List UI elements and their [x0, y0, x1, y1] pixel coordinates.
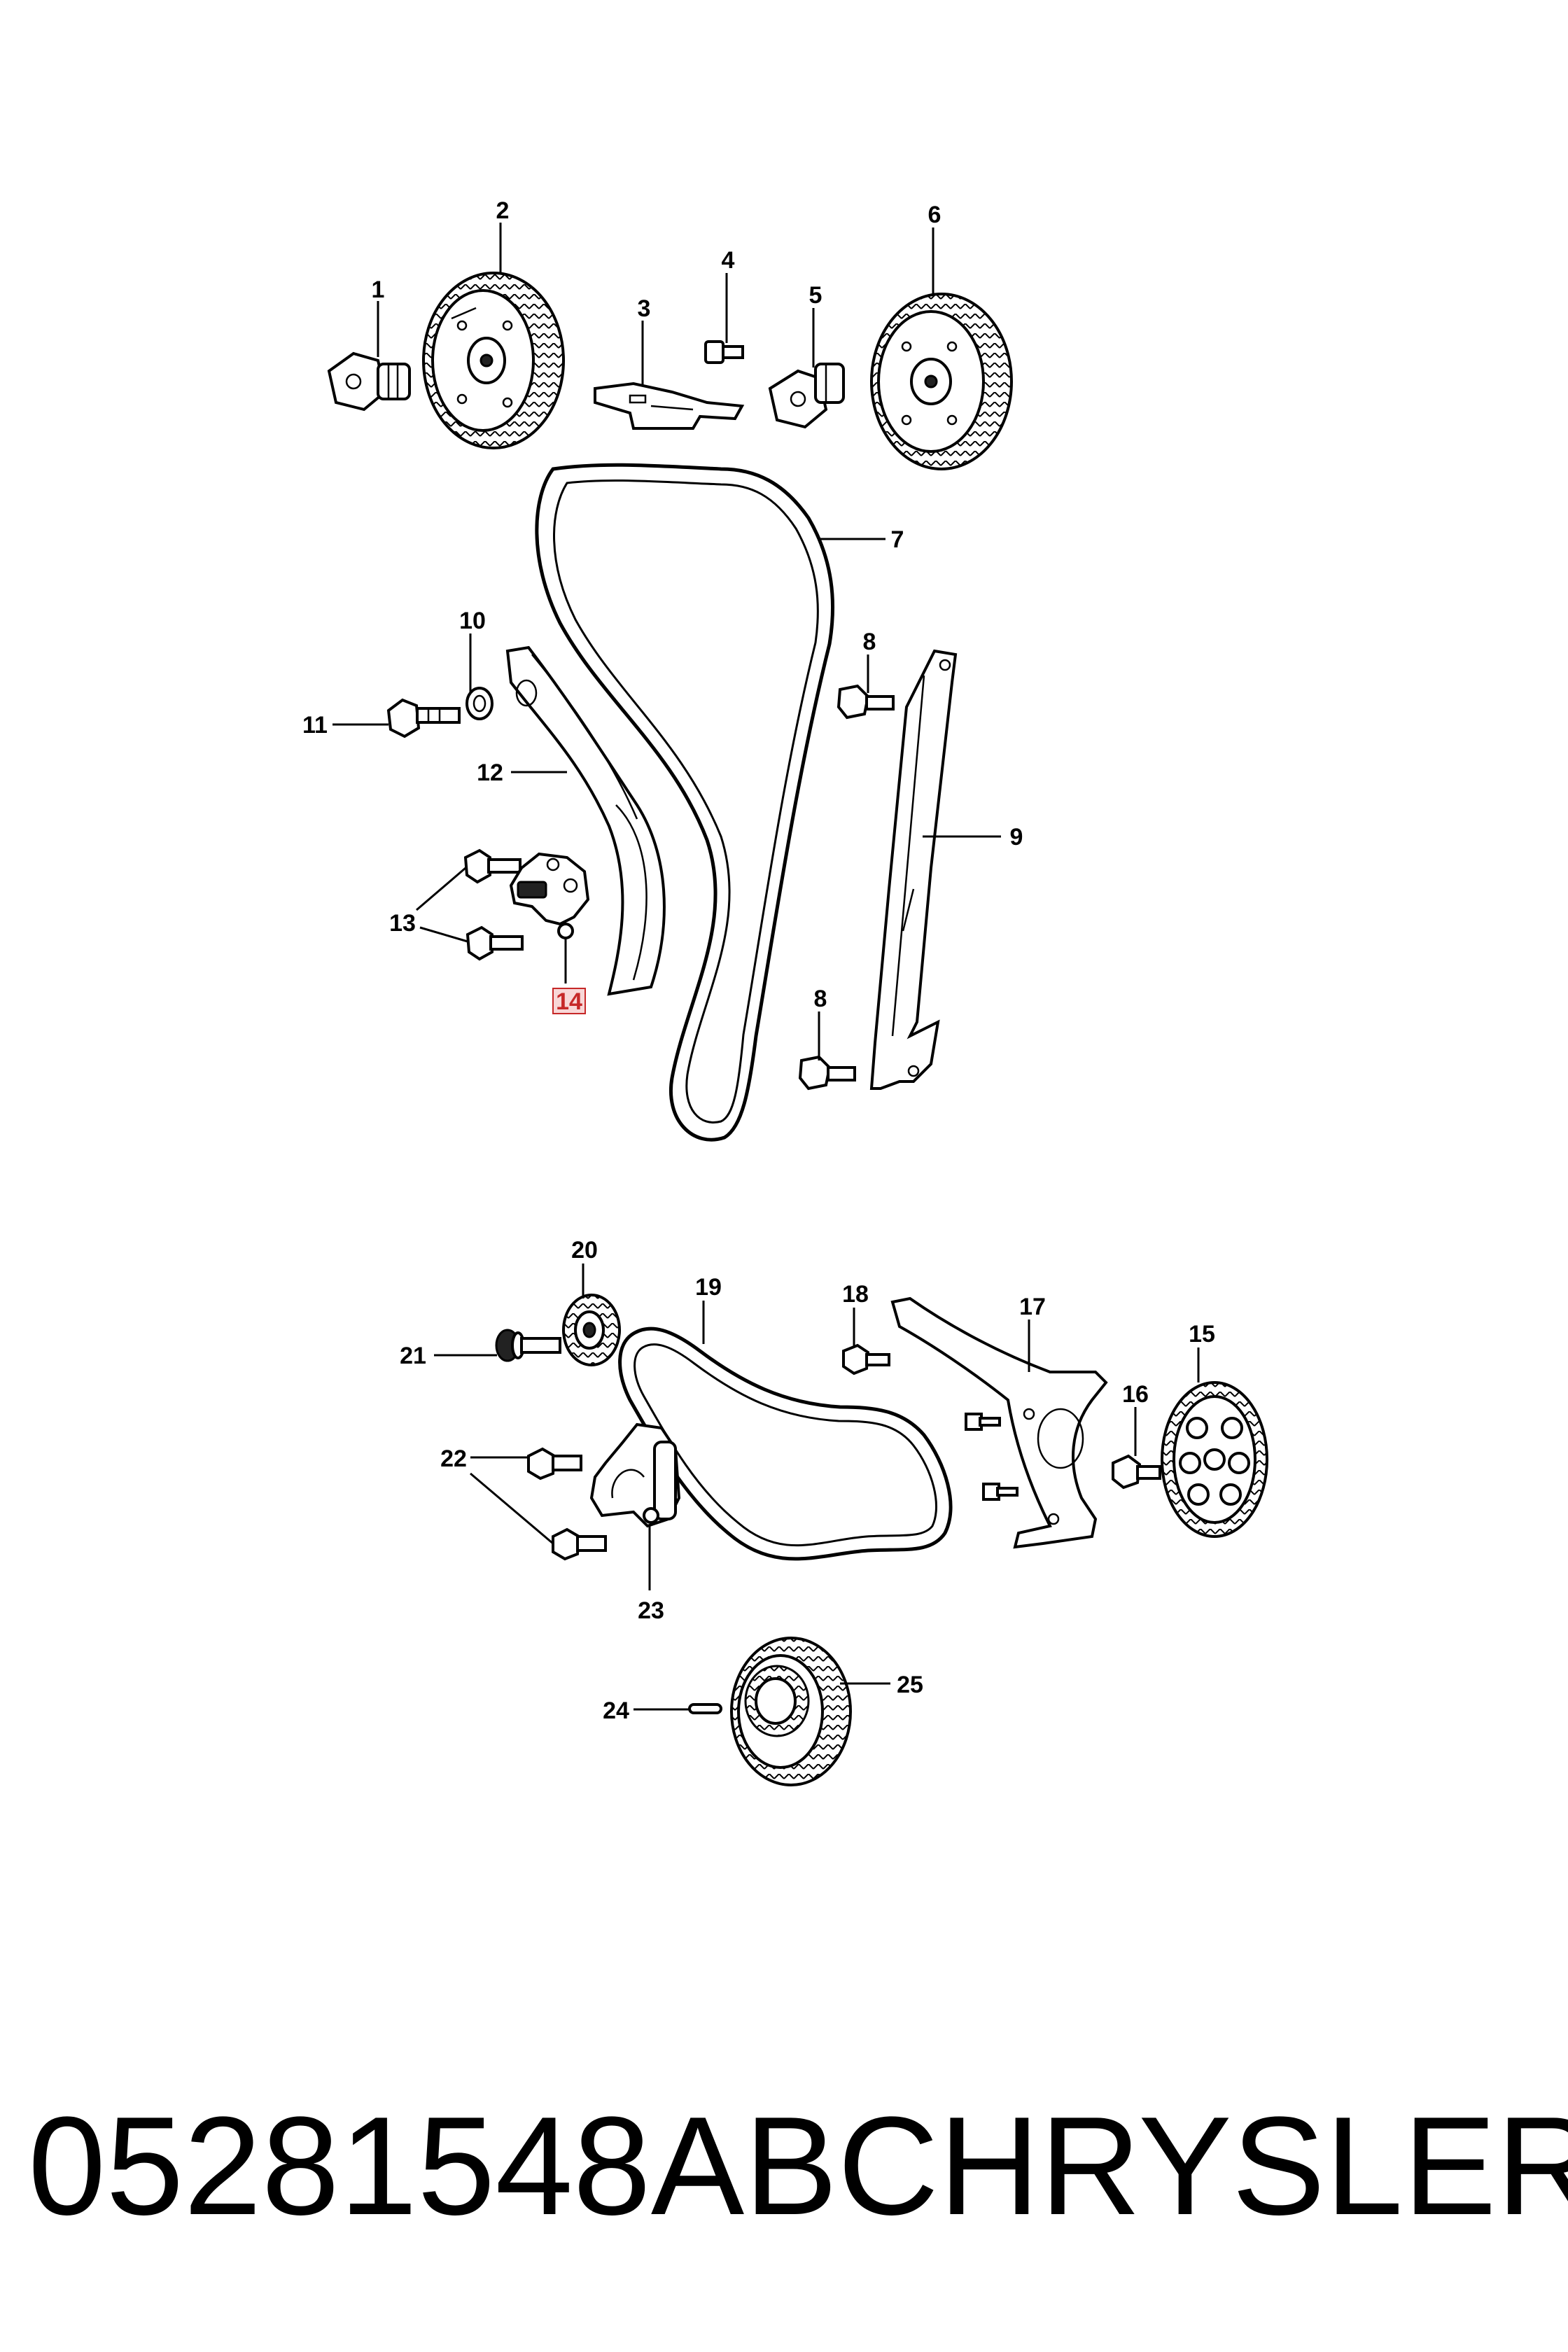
callout-24: 24 — [603, 1698, 629, 1724]
part-1-oil-control-valve — [327, 351, 411, 412]
part-7-timing-chain — [535, 463, 835, 1142]
callout-18: 18 — [842, 1281, 869, 1308]
part-23-tensioner — [589, 1422, 681, 1528]
callout-13: 13 — [389, 910, 416, 937]
callout-16: 16 — [1122, 1381, 1149, 1408]
part-21-bolt — [495, 1329, 561, 1362]
callout-5: 5 — [809, 282, 822, 309]
part-11-pivot-bolt — [386, 698, 461, 738]
part-15-gear — [1161, 1381, 1268, 1538]
callout-6: 6 — [928, 202, 941, 228]
part-13-bolt-lower — [465, 925, 524, 961]
footer-caption: 05281548AB CHRYSLER — [28, 2086, 1568, 2247]
callout-3: 3 — [638, 295, 651, 322]
leader-lines — [332, 223, 1200, 1711]
callout-9: 9 — [1010, 824, 1023, 850]
callout-12: 12 — [477, 760, 503, 786]
callout-8a: 8 — [863, 629, 876, 655]
part-2-cam-phaser — [422, 272, 565, 449]
callout-21: 21 — [400, 1343, 426, 1369]
part-17-guide-plate — [890, 1296, 1108, 1549]
part-22-bolt-lower — [552, 1527, 607, 1561]
part-8-bolt-upper — [836, 684, 895, 720]
part-number: 05281548AB — [28, 2088, 838, 2244]
callout-1: 1 — [372, 276, 385, 303]
part-12-tensioner-arm — [505, 645, 666, 996]
callout-15: 15 — [1189, 1321, 1215, 1348]
part-22-bolt-upper — [527, 1447, 582, 1480]
callout-20: 20 — [571, 1237, 598, 1264]
callout-25: 25 — [897, 1672, 923, 1698]
callout-4: 4 — [722, 247, 735, 274]
part-10-bushing — [465, 687, 493, 720]
brand-name: CHRYSLER — [837, 2088, 1568, 2244]
part-24-dowel-pin — [688, 1703, 722, 1714]
part-4-bolt — [704, 340, 744, 364]
part-16-bolt — [1112, 1454, 1161, 1490]
callout-11: 11 — [302, 712, 328, 738]
part-9-fixed-chain-guide — [869, 649, 958, 1090]
callout-10: 10 — [459, 608, 486, 634]
part-5-oil-control-valve — [768, 363, 845, 429]
callout-14-highlight-box — [552, 988, 586, 1014]
callout-labels: 1 2 3 4 5 6 7 8 8 9 10 11 12 13 14 15 16… — [302, 197, 1215, 1724]
part-3-upper-chain-guide — [594, 382, 745, 430]
part-6-cam-phaser — [870, 293, 1013, 470]
part-8-bolt-lower — [798, 1055, 856, 1091]
part-14-chain-tensioner — [509, 852, 590, 939]
part-25-crank-sprocket — [730, 1637, 852, 1786]
callout-17: 17 — [1019, 1294, 1046, 1320]
callout-14: 14 — [556, 988, 582, 1015]
callout-22: 22 — [440, 1446, 467, 1472]
callout-7: 7 — [891, 526, 904, 553]
callout-2: 2 — [496, 197, 510, 224]
part-13-bolt-upper — [463, 848, 522, 884]
callout-23: 23 — [638, 1597, 664, 1624]
callout-8b: 8 — [814, 986, 827, 1012]
part-20-sprocket — [562, 1294, 621, 1366]
part-18-bolt — [842, 1343, 890, 1376]
callout-19: 19 — [695, 1274, 722, 1301]
